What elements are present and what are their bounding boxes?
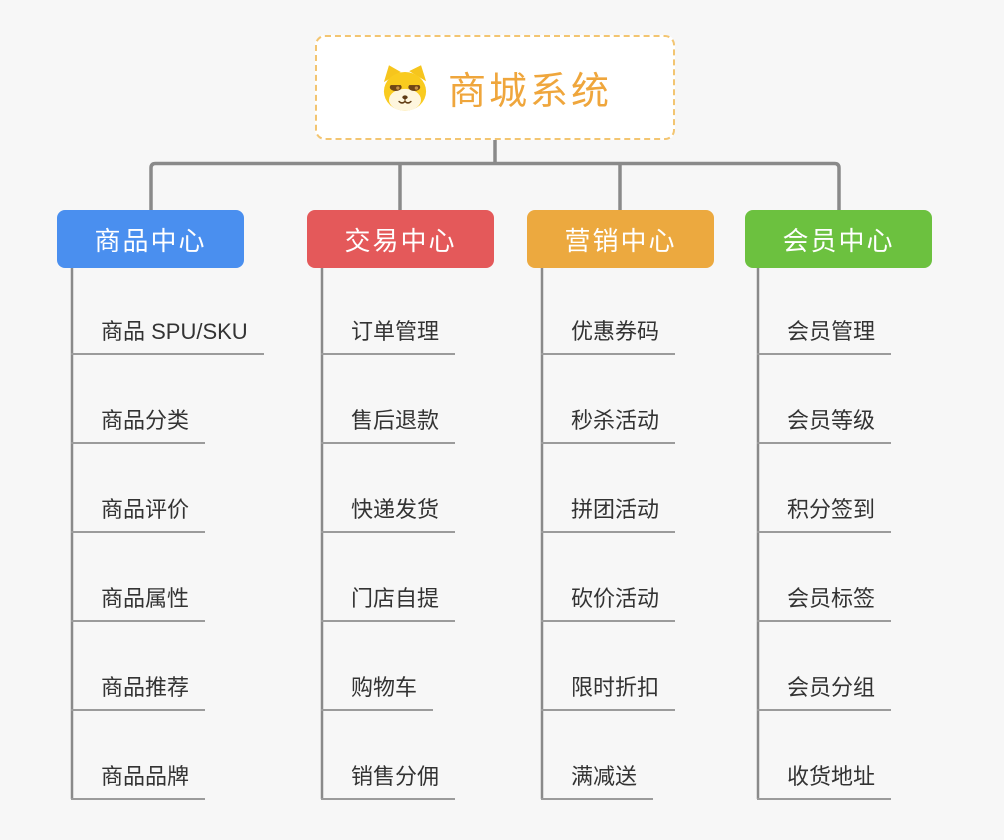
leaf-node-sales-commission[interactable]: 销售分佣 <box>321 758 456 800</box>
leaf-node-member-group[interactable]: 会员分组 <box>757 669 892 711</box>
leaf-node-product-category[interactable]: 商品分类 <box>71 402 206 444</box>
leaf-node-full-reduction[interactable]: 满减送 <box>541 758 654 800</box>
leaf-node-member-tag[interactable]: 会员标签 <box>757 580 892 622</box>
root-node[interactable]: 商城系统 <box>315 35 675 140</box>
root-title: 商城系统 <box>447 71 612 113</box>
branch-label: 会员中心 <box>782 225 895 256</box>
leaf-node-shopping-cart[interactable]: 购物车 <box>321 669 434 711</box>
leaf-node-coupon-code[interactable]: 优惠券码 <box>541 313 676 355</box>
branch-node-member-center[interactable]: 会员中心 <box>745 210 932 268</box>
leaf-node-group-buying[interactable]: 拼团活动 <box>541 491 676 533</box>
leaf-node-express-delivery[interactable]: 快递发货 <box>321 491 456 533</box>
leaf-node-product-recommendation[interactable]: 商品推荐 <box>71 669 206 711</box>
leaf-node-product-attribute[interactable]: 商品属性 <box>71 580 206 622</box>
branch-node-marketing-center[interactable]: 营销中心 <box>527 210 714 268</box>
leaf-node-after-sales-refund[interactable]: 售后退款 <box>321 402 456 444</box>
leaf-node-store-pickup[interactable]: 门店自提 <box>321 580 456 622</box>
branch-node-product-center[interactable]: 商品中心 <box>57 210 244 268</box>
dog-face-icon <box>378 63 432 113</box>
branch-node-trade-center[interactable]: 交易中心 <box>307 210 494 268</box>
branch-label: 商品中心 <box>94 225 207 256</box>
branch-label: 营销中心 <box>564 225 677 256</box>
leaf-node-product-review[interactable]: 商品评价 <box>71 491 206 533</box>
leaf-node-limited-time-discount[interactable]: 限时折扣 <box>541 669 676 711</box>
leaf-node-order-management[interactable]: 订单管理 <box>321 313 456 355</box>
leaf-node-member-management[interactable]: 会员管理 <box>757 313 892 355</box>
leaf-node-bargain-activity[interactable]: 砍价活动 <box>541 580 676 622</box>
leaf-node-product-spu-sku[interactable]: 商品 SPU/SKU <box>71 313 264 355</box>
branch-bus-line <box>149 161 841 211</box>
leaf-node-product-brand[interactable]: 商品品牌 <box>71 758 206 800</box>
branch-label: 交易中心 <box>344 225 457 256</box>
leaf-node-points-checkin[interactable]: 积分签到 <box>757 491 892 533</box>
leaf-node-shipping-address[interactable]: 收货地址 <box>757 758 892 800</box>
leaf-node-flash-sale[interactable]: 秒杀活动 <box>541 402 676 444</box>
leaf-node-member-level[interactable]: 会员等级 <box>757 402 892 444</box>
